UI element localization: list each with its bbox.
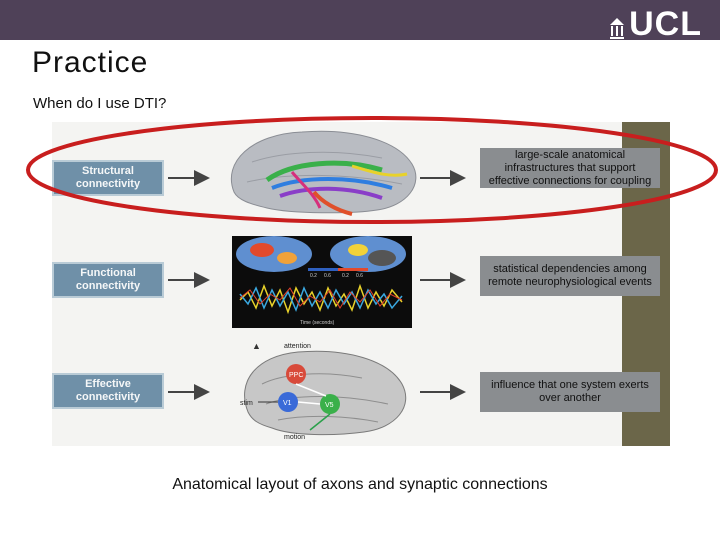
functional-description-box: statistical dependencies among remote ne… bbox=[480, 256, 660, 296]
connectivity-figure: Structural connectivity Functional conne… bbox=[52, 122, 670, 446]
functional-label-box: Functional connectivity bbox=[52, 262, 164, 298]
colorbar-tick-2: 0.6 bbox=[324, 273, 331, 279]
ppc-label: PPC bbox=[289, 372, 303, 379]
functional-description: statistical dependencies among remote ne… bbox=[488, 263, 652, 288]
colorbar-tick-1: 0.2 bbox=[310, 273, 317, 279]
time-axis-label: Time (seconds) bbox=[300, 320, 335, 326]
slide-caption: Anatomical layout of axons and synaptic … bbox=[172, 476, 548, 493]
colorbar-tick-3: 0.2 bbox=[342, 273, 349, 279]
v1-label: V1 bbox=[283, 400, 292, 407]
figure-drawings: 0.2 0.6 0.2 0.6 Time (seconds) ▲ attenti… bbox=[168, 130, 466, 441]
header-bar: UCL bbox=[0, 0, 720, 43]
v5-node bbox=[320, 394, 340, 414]
portico-icon bbox=[610, 18, 625, 39]
effective-description-box: influence that one system exerts over an… bbox=[480, 372, 660, 412]
functional-label: Functional connectivity bbox=[75, 267, 141, 292]
effective-brain-image: ▲ attention PPC V1 V5 stim motion bbox=[240, 341, 407, 441]
svg-text:▲: ▲ bbox=[252, 341, 261, 351]
slide-title: Practice bbox=[32, 46, 149, 79]
stim-label: stim bbox=[240, 400, 253, 407]
v1-node bbox=[278, 392, 298, 412]
v5-label: V5 bbox=[325, 402, 334, 409]
structural-brain-image bbox=[230, 130, 417, 216]
functional-image: 0.2 0.6 0.2 0.6 Time (seconds) bbox=[232, 236, 412, 328]
logo-text: UCL bbox=[629, 5, 702, 43]
ppc-node bbox=[286, 364, 306, 384]
effective-description: influence that one system exerts over an… bbox=[491, 379, 649, 404]
slide-subtitle: When do I use DTI? bbox=[33, 95, 167, 112]
effective-label-box: Effective connectivity bbox=[52, 373, 164, 409]
ucl-logo: UCL bbox=[609, 5, 702, 43]
attention-label: attention bbox=[284, 343, 311, 350]
effective-label: Effective connectivity bbox=[75, 378, 141, 403]
colorbar-tick-4: 0.6 bbox=[356, 273, 363, 279]
motion-label: motion bbox=[284, 434, 305, 441]
